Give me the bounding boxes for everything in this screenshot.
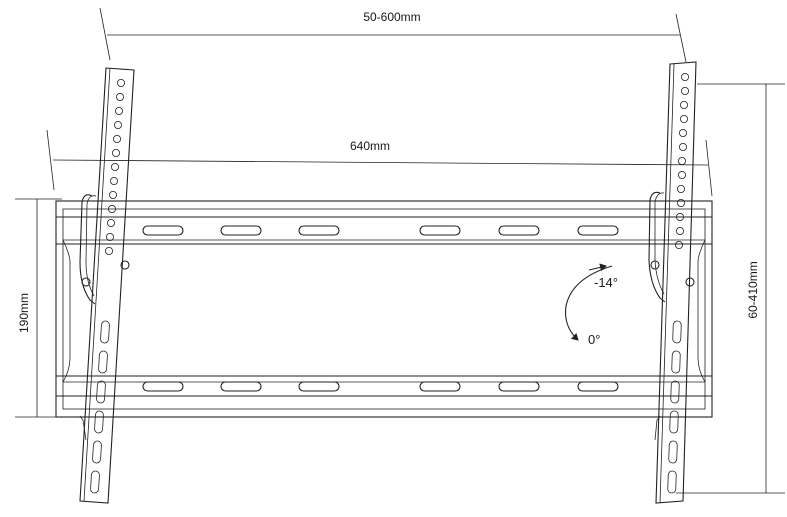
vertical-span-label: 60-410mm	[746, 261, 760, 318]
tilt-indicator: -14° 0°	[564, 263, 618, 347]
dimension-plate-height: 190mm	[15, 198, 62, 418]
dimension-vertical-span: 60-410mm	[676, 83, 785, 494]
dimension-top-span: 50-600mm	[99, 7, 687, 63]
tilt-arrow-icon	[564, 265, 613, 341]
left-bracket-arm	[79, 67, 135, 504]
lower-slots	[142, 381, 619, 392]
top-span-label: 50-600mm	[363, 10, 420, 24]
upper-angle-label: -14°	[594, 275, 618, 290]
plate-width-label: 640mm	[350, 139, 390, 153]
wall-plate	[55, 200, 713, 418]
plate-height-label: 190mm	[17, 293, 31, 333]
lower-angle-label: 0°	[588, 332, 600, 347]
left-hanger-hook	[79, 194, 130, 441]
right-hanger-hook	[648, 191, 695, 441]
dimension-plate-width: 640mm	[46, 129, 713, 197]
upper-slots	[142, 225, 619, 236]
right-bracket-arm	[655, 61, 697, 504]
